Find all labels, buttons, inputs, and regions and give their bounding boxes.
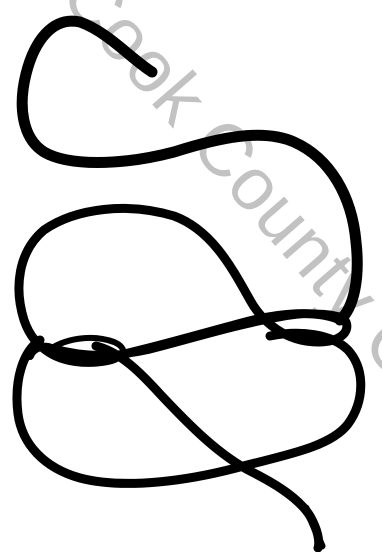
line-art-canvas: Cook County C	[0, 0, 382, 552]
